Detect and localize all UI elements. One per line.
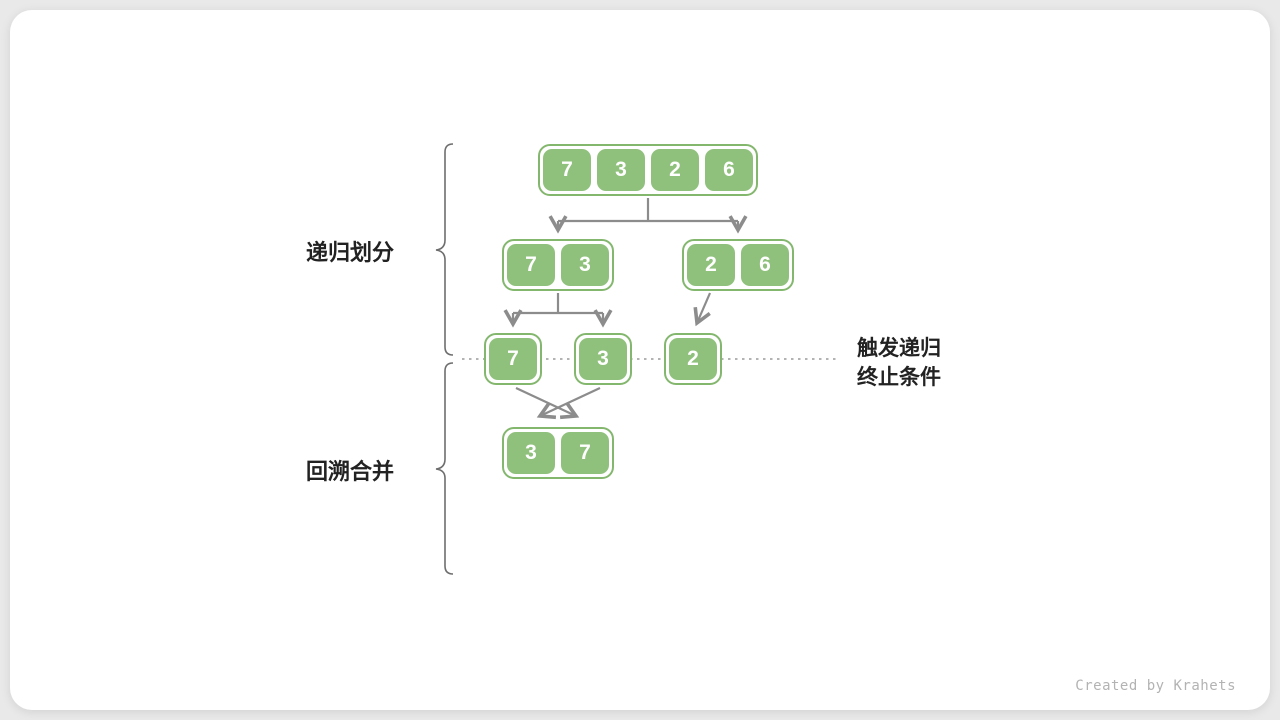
array-group-37-merged: 3 7 xyxy=(502,427,614,479)
array-cell: 3 xyxy=(579,338,627,380)
split-arrow-level2-left xyxy=(503,293,613,328)
array-group-3: 3 xyxy=(574,333,632,385)
array-group-73: 7 3 xyxy=(502,239,614,291)
label-termination-line1: 触发递归 xyxy=(857,337,941,360)
label-recursive-divide: 递归划分 xyxy=(306,240,395,265)
credit-watermark: Created by Krahets xyxy=(1075,678,1236,694)
array-cell: 6 xyxy=(741,244,789,286)
array-group-26: 2 6 xyxy=(682,239,794,291)
split-arrow-level2-right xyxy=(693,292,712,327)
array-cell: 3 xyxy=(561,244,609,286)
array-cell: 2 xyxy=(651,149,699,191)
array-cell: 2 xyxy=(669,338,717,380)
array-cell: 2 xyxy=(687,244,735,286)
label-termination-line2: 终止条件 xyxy=(857,365,941,389)
array-cell: 6 xyxy=(705,149,753,191)
brace-merge xyxy=(435,362,454,575)
array-cell: 3 xyxy=(507,432,555,474)
merge-arrow-3 xyxy=(536,387,601,420)
array-cell: 7 xyxy=(543,149,591,191)
diagram-card xyxy=(10,10,1270,710)
array-group-2: 2 xyxy=(664,333,722,385)
brace-divide xyxy=(435,143,454,356)
label-backtrack-merge: 回溯合并 xyxy=(306,459,395,484)
array-cell: 3 xyxy=(597,149,645,191)
split-arrow-level1 xyxy=(548,198,748,234)
array-cell: 7 xyxy=(507,244,555,286)
array-cell: 7 xyxy=(561,432,609,474)
array-group-7: 7 xyxy=(484,333,542,385)
array-cell: 7 xyxy=(489,338,537,380)
merge-arrow-7 xyxy=(515,387,580,420)
array-group-7326: 7 3 2 6 xyxy=(538,144,758,196)
label-termination-condition: 触发递归 终止条件 xyxy=(843,335,955,393)
